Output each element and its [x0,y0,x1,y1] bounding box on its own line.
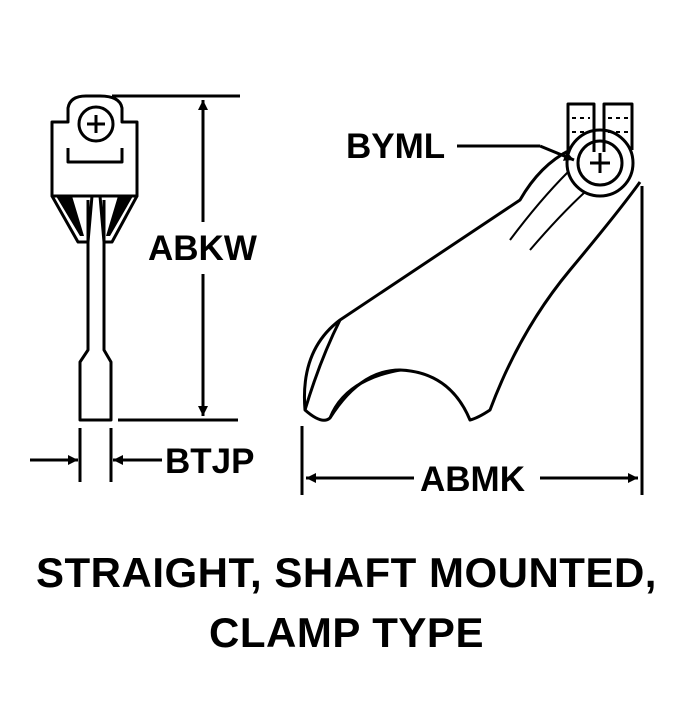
lever-body [302,148,642,422]
btjp-label: BTJP [165,442,254,481]
clamp-screw-plus-icon [590,153,610,173]
clamp-screw [576,139,624,187]
lever-lower-curve [303,319,401,419]
taper-fill [56,196,133,236]
abkw-dimension [112,94,240,422]
clamp-tab-left [566,102,596,152]
caption-line-1: STRAIGHT, SHAFT MOUNTED, [36,549,657,596]
taper-neck [50,195,139,244]
perspective-view [302,102,642,422]
btjp-dimension [30,428,162,482]
side-view [50,94,139,422]
clamp-tab-right [602,102,634,152]
abmk-dimension [300,186,644,495]
byml-leader [457,144,575,162]
screw-head [77,105,115,143]
clamp-ring [565,128,635,198]
screw-plus-icon [87,115,105,133]
groove-right [529,191,586,251]
tab-dashes [572,117,628,133]
lever-shaft [78,200,113,422]
byml-label: BYML [346,127,445,166]
clamp-block [50,94,139,198]
abkw-label: ABKW [148,229,257,268]
abmk-label: ABMK [420,460,525,499]
caption-line-2: CLAMP TYPE [209,609,484,656]
groove-left [509,171,569,241]
clamp-inner [66,148,124,164]
